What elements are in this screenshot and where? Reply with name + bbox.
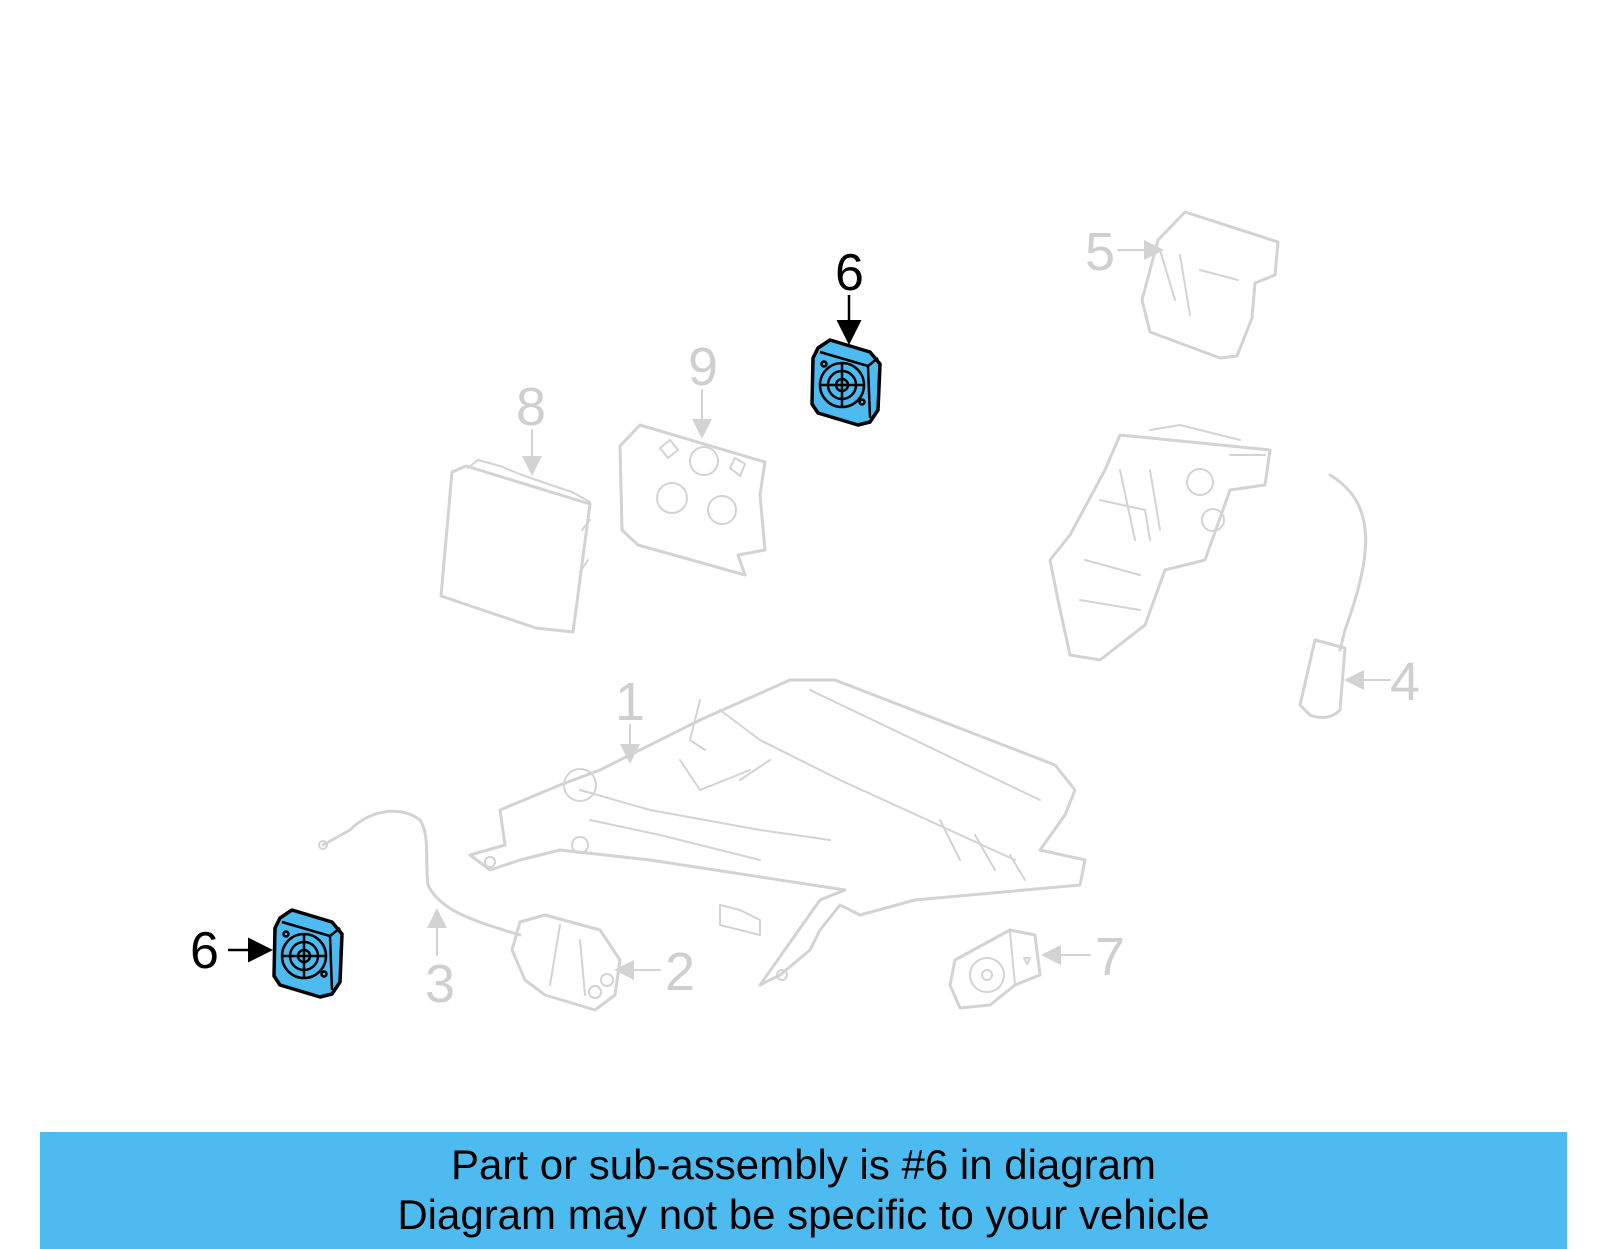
part-6-fan-lower[interactable]: 6 xyxy=(190,908,344,999)
caption-line-1: Part or sub-assembly is #6 in diagram xyxy=(451,1141,1156,1188)
part-4-sensor: 4 xyxy=(1298,473,1420,720)
part-6-fan-upper[interactable]: 6 xyxy=(810,244,882,427)
callout-6-lower: 6 xyxy=(190,922,219,980)
callout-1: 1 xyxy=(615,672,645,732)
callout-3: 3 xyxy=(425,954,455,1014)
part-8-control-module: 8 xyxy=(439,377,592,634)
part-1-seat-frame: 1 xyxy=(468,672,1087,987)
callout-2: 2 xyxy=(665,942,695,1002)
callout-9: 9 xyxy=(688,337,718,397)
callout-4: 4 xyxy=(1390,652,1420,712)
callout-7: 7 xyxy=(1095,927,1125,987)
callout-6-upper: 6 xyxy=(835,244,864,302)
callout-5: 5 xyxy=(1085,222,1115,282)
part-7-switch: 7 xyxy=(948,927,1125,1010)
caption-banner: Part or sub-assembly is #6 in diagram Di… xyxy=(40,1132,1567,1249)
part-2-motor: 2 xyxy=(510,913,695,1012)
seat-adjuster-assembly xyxy=(1048,424,1272,662)
part-3-cable: 3 xyxy=(318,809,522,1014)
callout-8: 8 xyxy=(516,377,546,437)
part-5-bracket: 5 xyxy=(1085,210,1280,360)
caption-line-2: Diagram may not be specific to your vehi… xyxy=(397,1191,1210,1238)
part-9-support-plate: 9 xyxy=(618,337,767,577)
